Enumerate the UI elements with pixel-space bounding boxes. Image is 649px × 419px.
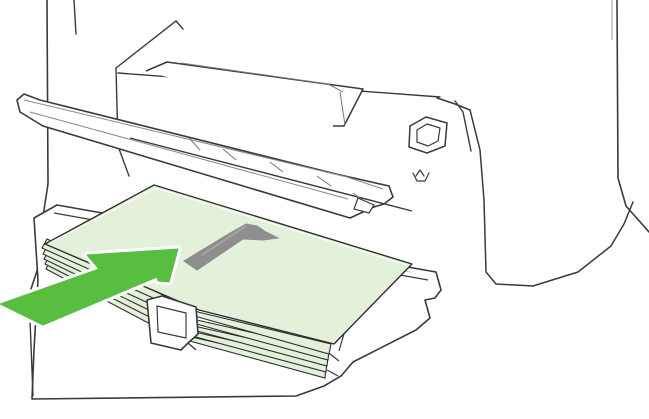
tray-handle — [146, 295, 199, 351]
paper-guide-icon — [183, 223, 280, 271]
printer-button — [408, 116, 448, 154]
output-bin-icon — [412, 169, 430, 182]
green-insert-arrow-icon — [0, 245, 182, 329]
front-cover-bar — [16, 93, 413, 219]
output-bin-area — [115, 20, 472, 177]
